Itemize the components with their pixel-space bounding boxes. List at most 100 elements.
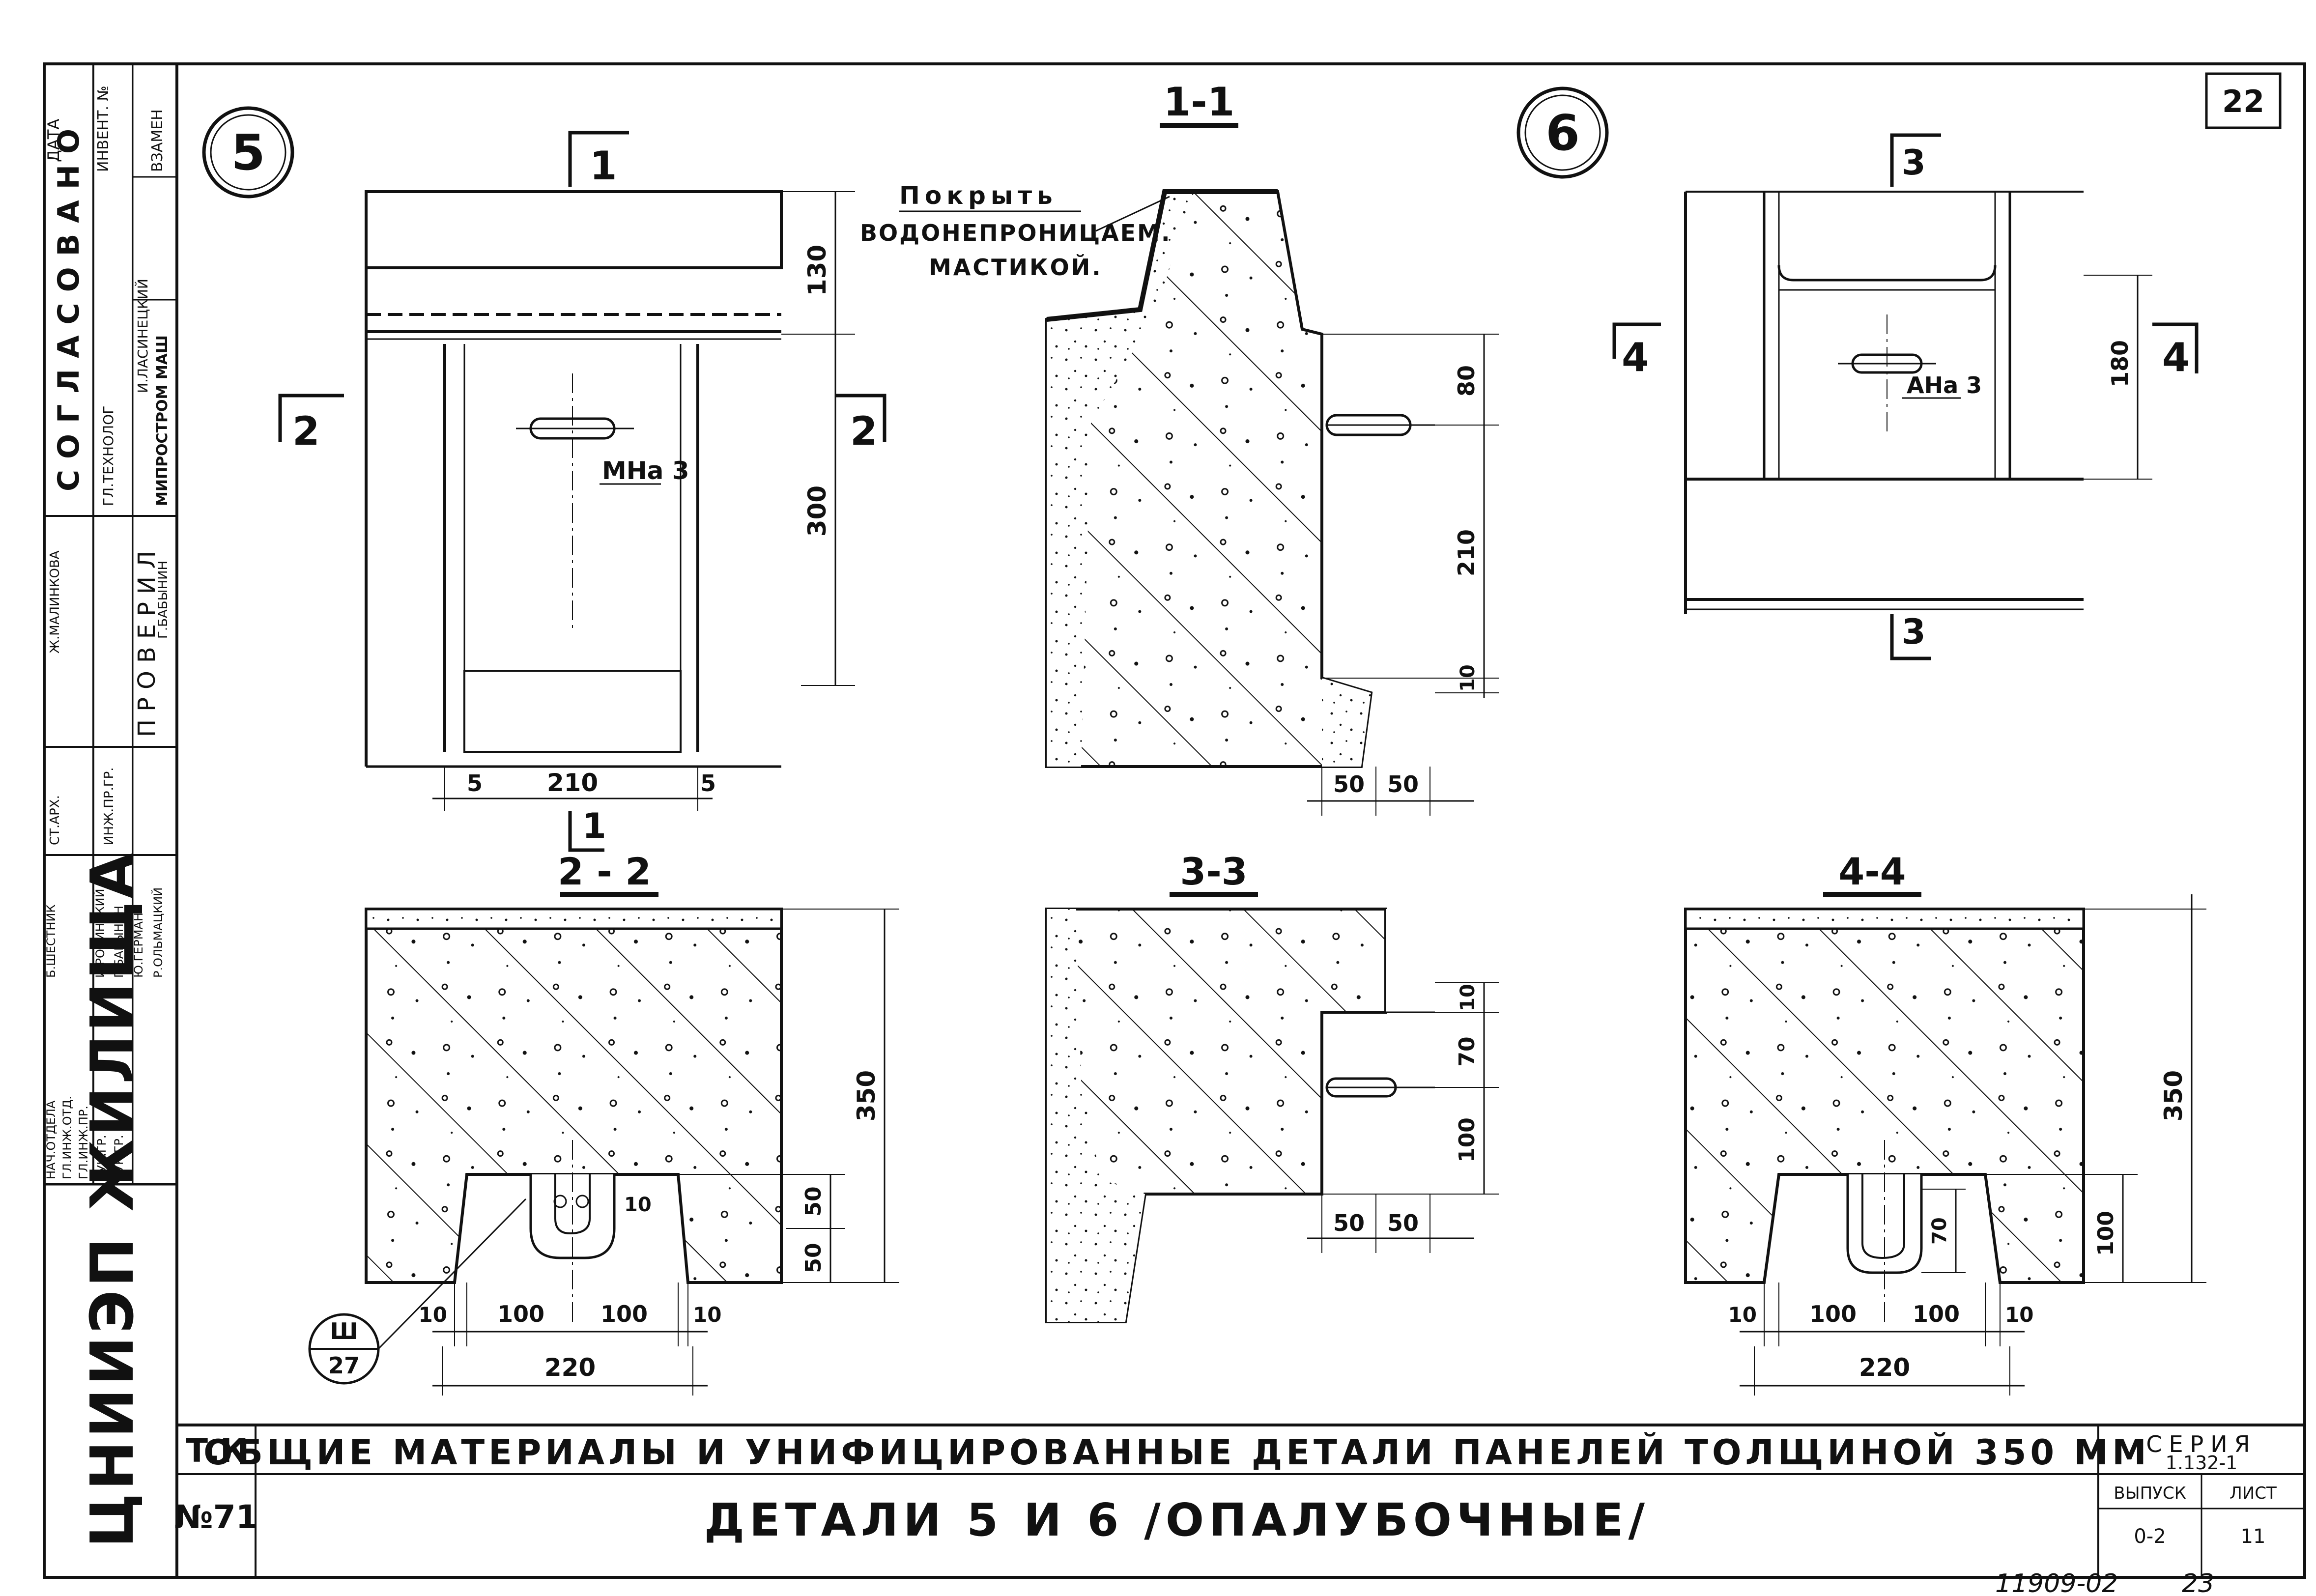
anchor-label-d5: МНа 3: [602, 456, 689, 485]
dim-s44-b1: 10: [1728, 1303, 1757, 1327]
stamp-role-3: РУК.ГР.: [95, 1135, 109, 1179]
dim-s44-v100: 100: [2093, 1211, 2118, 1256]
tk-label: Т.К: [186, 1432, 247, 1470]
section-2-2: 2 - 2 10 350 50 50 10 100 100 10 220: [308, 850, 899, 1396]
dim-d5-w-left: 5: [467, 770, 483, 797]
dim-s22-b3: 100: [600, 1301, 648, 1327]
list-value: 11: [2241, 1525, 2266, 1548]
svg-text:5: 5: [231, 124, 265, 181]
tk-number: №71: [174, 1498, 258, 1536]
title-4-4: 4-4: [1838, 850, 1906, 893]
stamp-name-0: Б.ШЕСТНИК: [44, 905, 58, 978]
dim-d5-main: 300: [803, 485, 831, 537]
dim-s22-h: 350: [852, 1070, 881, 1121]
dim-s44-b3: 100: [1913, 1301, 1960, 1327]
dim-d5-w-right: 5: [700, 770, 716, 797]
section-3-3: 3-3 10 70 100 50 50: [1045, 850, 1499, 1323]
title-1-1: 1-1: [1164, 79, 1235, 125]
dim-s33-v1: 10: [1457, 984, 1479, 1011]
dim-s44-b2: 100: [1809, 1301, 1857, 1327]
general-title: ОБЩИЕ МАТЕРИАЛЫ И УНИФИЦИРОВАННЫЕ ДЕТАЛИ…: [203, 1432, 2150, 1473]
dim-s22-b1: 10: [419, 1303, 447, 1327]
detail-6-marker: 6: [1516, 86, 1609, 179]
cut-4-left: 4: [1622, 335, 1649, 380]
stamp-agree-org-0: ГЛ.ТЕХНОЛОГ: [100, 406, 116, 506]
stamp-col-1: ИНВЕНТ. №: [95, 86, 112, 172]
stamp-role-1: ГЛ.ИНЖ.ОТД.: [60, 1096, 74, 1179]
stamp-name-2: Г.БАБЫНИН: [112, 906, 126, 978]
issue-value: 0-2: [2134, 1525, 2166, 1548]
dim-s44-b4: 10: [2005, 1303, 2033, 1327]
series-value: 1.132-1: [2166, 1452, 2238, 1474]
stamp-checked: ПРОВЕРИЛ: [133, 543, 161, 737]
sheet-title: ДЕТАЛИ 5 И 6 /ОПАЛУБОЧНЫЕ/: [704, 1494, 1650, 1546]
title-2-2: 2 - 2: [558, 850, 651, 893]
stamp-checker-0: ИНЖ.ПР.ГР.: [102, 767, 116, 845]
dim-d5-top: 130: [803, 245, 831, 296]
stamp-checker-1: Г.БАБЫНИН: [156, 561, 171, 639]
dim-s22-v50b: 50: [801, 1243, 826, 1273]
issue-label: ВЫПУСК: [2114, 1483, 2186, 1503]
cut-3-top: 3: [1902, 142, 1926, 183]
stamp-role-0: НАЧ.ОТДЕЛА: [44, 1100, 58, 1179]
stamp-role-2: ГЛ.ИНЖ.ПР.: [77, 1106, 90, 1179]
svg-text:6: 6: [1545, 104, 1580, 162]
dim-s22-b2: 100: [497, 1301, 544, 1327]
dim-s11-v3: 10: [1457, 664, 1479, 692]
series-label: СЕРИЯ: [2146, 1431, 2257, 1457]
cut-2-right: 2: [850, 408, 878, 454]
title-block: Т.К №71 ОБЩИЕ МАТЕРИАЛЫ И УНИФИЦИРОВАННЫ…: [174, 1424, 2305, 1577]
stamp-agree-org-2: МИПРОСТРОМ МАШ: [154, 335, 171, 506]
dim-s22-v10: 10: [624, 1194, 652, 1216]
list-label: ЛИСТ: [2230, 1483, 2277, 1503]
callout-top: Ш: [330, 1318, 358, 1344]
dim-d6-v: 180: [2107, 340, 2133, 387]
bottom-number: 11909-02: [1995, 1569, 2118, 1596]
stamp-extra-1: Ж.МАЛИНКОВА: [48, 550, 62, 654]
stamp-agreed: СОГЛАСОВАНО: [52, 118, 86, 491]
dim-s11-h1: 50: [1333, 771, 1365, 798]
stamp-agree-org-1: И.ЛАСИНЕЦКИЙ: [134, 279, 151, 393]
stamp-name-1: И.РОСИНСКИЙ: [93, 889, 107, 978]
anchor-label-d6: АНа 3: [1907, 372, 1982, 399]
detail-5-elevation: МНа 3 1 1 2 2 130 300 5 210 5: [278, 131, 886, 852]
left-stamp: СОГЛАСОВАНО ПРОВЕРИЛ ДАТА ИНВЕНТ. № ВЗАМ…: [44, 64, 177, 1548]
dim-s22-b4: 10: [693, 1303, 721, 1327]
stamp-col-0: ДАТА: [44, 119, 63, 162]
dim-s33-v2: 70: [1455, 1036, 1480, 1066]
cut-1-bottom: 1: [582, 806, 606, 846]
section-4-4: 4-4 350 100 70 10 100 100 10 220: [1684, 850, 2206, 1396]
dim-s33-h1: 50: [1333, 1210, 1365, 1236]
dim-s22-v50a: 50: [801, 1186, 826, 1216]
bottom-page: 23: [2182, 1569, 2214, 1596]
dim-s44-v70: 70: [1928, 1217, 1951, 1245]
stamp-col-2: ВЗАМЕН: [149, 109, 166, 172]
dim-s44-total: 220: [1859, 1353, 1910, 1382]
detail-6-elevation: АНа 3 3 3 4 4 180: [1612, 133, 2199, 660]
detail-5-marker: 5: [202, 106, 294, 199]
section-1-1: 1-1 Покрыть ВОДОНЕПРОНИЦАЕМ. МАСТИКОЙ. 8…: [860, 79, 1499, 816]
cut-1-top: 1: [590, 143, 617, 189]
annotation-line2: ВОДОНЕПРОНИЦАЕМ.: [860, 220, 1171, 246]
stamp-role-4: РУК.ГР.: [112, 1135, 126, 1179]
dim-s33-v3: 100: [1455, 1117, 1480, 1163]
dim-s22-total: 220: [544, 1353, 596, 1382]
dim-s11-h2: 50: [1387, 771, 1419, 798]
stamp-name-3: Ю.ГЕРМАН: [132, 912, 145, 978]
sheet-frame: 22: [43, 62, 2306, 1579]
dim-d5-w-mid: 210: [547, 769, 598, 797]
page-number: 22: [2222, 84, 2264, 119]
dim-s33-h2: 50: [1387, 1210, 1419, 1236]
stamp-org: ЦНИИЭП ЖИЛИЩА: [79, 850, 147, 1548]
cut-2-left: 2: [292, 408, 320, 454]
title-3-3: 3-3: [1180, 850, 1247, 893]
annotation-line3: МАСТИКОЙ.: [929, 254, 1103, 281]
dim-s44-h: 350: [2159, 1070, 2188, 1121]
dim-s11-v1: 80: [1453, 365, 1480, 397]
annotation-line1: Покрыть: [899, 181, 1058, 210]
cut-4-right: 4: [2162, 335, 2190, 380]
dim-s11-v2: 210: [1453, 529, 1480, 576]
stamp-extra-0: СТ.АРХ.: [48, 795, 62, 845]
callout-bottom: 27: [328, 1352, 360, 1379]
